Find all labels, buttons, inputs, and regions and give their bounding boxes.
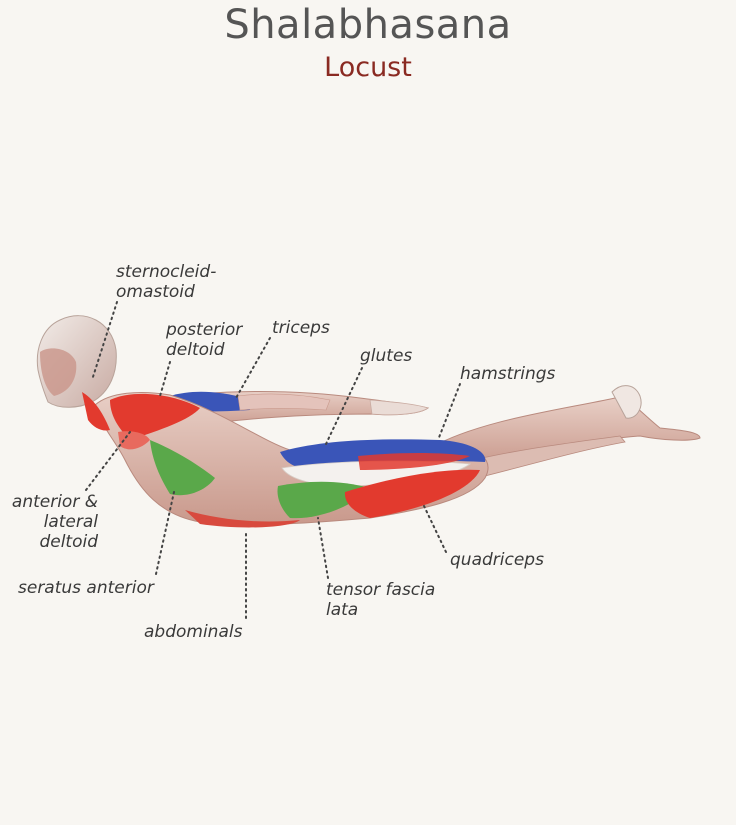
leader-quadriceps [423,505,447,553]
label-seratus-anterior: seratus anterior [18,578,154,598]
leader-hamstrings [437,383,461,441]
label-quadriceps: quadriceps [450,550,544,570]
leader-posterior-deltoid [159,361,171,397]
page-title: Shalabhasana [224,2,512,48]
label-posterior-deltoid: posterior deltoid [166,320,243,360]
leader-lines [85,301,461,619]
label-anterior-lateral-deltoid: anterior & lateral deltoid [11,492,98,552]
page-subtitle: Locust [324,52,412,83]
leader-anterior-lateral-deltoid [85,431,131,491]
leader-sternocleidomastoid [91,301,118,381]
label-glutes: glutes [360,346,413,366]
leader-tensor-fascia-lata [317,517,329,579]
head [36,315,117,431]
label-sternocleidomastoid: sternocleid- omastoid [116,262,217,302]
torso [94,391,489,528]
label-hamstrings: hamstrings [460,364,556,384]
label-abdominals: abdominals [144,622,243,642]
leader-triceps [235,337,271,399]
label-triceps: triceps [272,318,330,338]
label-tensor-fascia-lata: tensor fascia lata [326,580,436,620]
legs [429,385,701,483]
